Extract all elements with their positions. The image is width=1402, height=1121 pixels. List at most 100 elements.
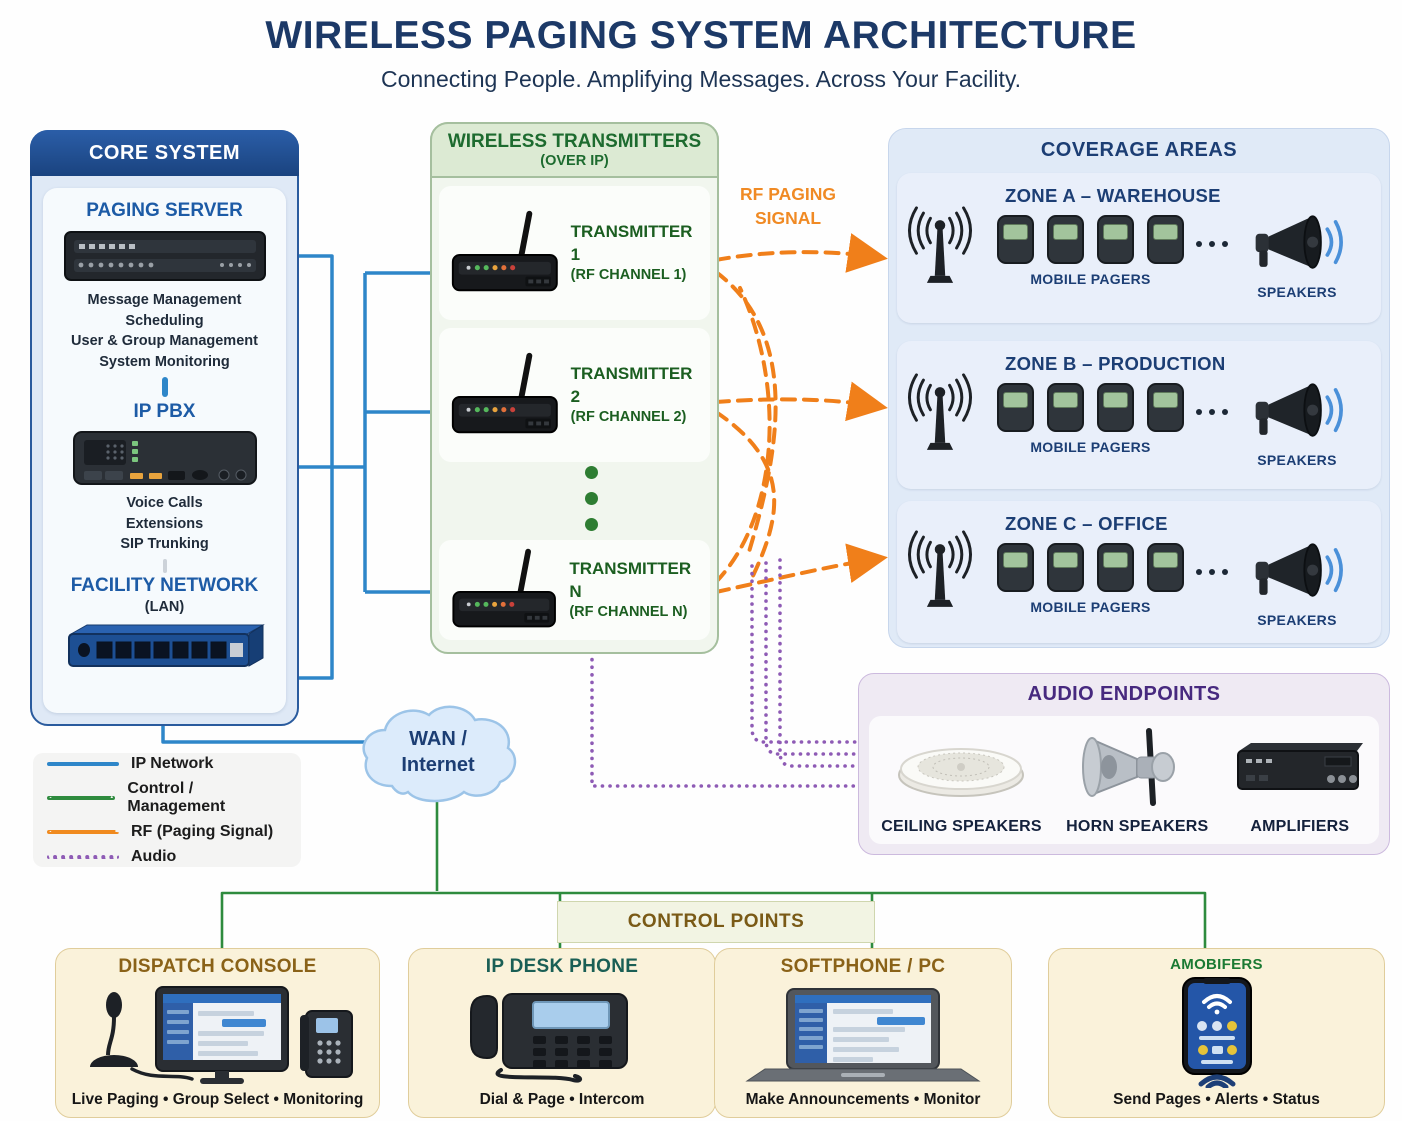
core-system-header: CORE SYSTEM [30,130,299,176]
mobile-pagers-icons [997,543,1184,592]
legend-line-solid [47,761,119,766]
connector-bar [161,377,168,398]
transmitter-name: TRANSMITTER 1 [570,222,693,264]
softphone-pc-illustration [745,978,981,1091]
wire-ctl-bus [220,891,1207,948]
speakers-label: SPEAKERS [1257,452,1337,468]
speaker-megaphone-icon [1255,543,1343,597]
facility-network-subtitle: (LAN) [144,599,185,616]
wire-rf-cross2 [714,410,777,584]
transmitter-label: TRANSMITTER 2 (RF CHANNEL 2) [571,363,704,426]
wire-ip-wan [161,722,380,744]
legend-line-dashed-orange [47,829,119,834]
wire-rf-cross3 [714,286,772,584]
card-ip-desk-phone: IP DESK PHONE Dial & Page • Intercom [408,948,716,1118]
card-caption: Make Announcements • Monitor [745,1091,981,1108]
legend-row-audio: Audio [47,848,287,866]
wire-rf-cross1 [714,270,778,557]
transmitter-row-2: TRANSMITTER 2 (RF CHANNEL 2) [439,328,710,462]
card-title: SOFTPHONE / PC [780,956,946,977]
core-system-panel: PAGING SERVER Message Management Schedul… [43,188,286,713]
mobile-pagers-icons [997,383,1184,432]
legend-label: Audio [131,847,177,865]
ellipsis-vertical-dots [585,466,598,531]
ip-pbx-title: IP PBX [133,401,196,423]
coverage-areas-header: COVERAGE AREAS [1040,139,1238,161]
ip-pbx-feature: SIP Trunking [120,536,209,553]
audio-endpoints-header: AUDIO ENDPOINTS [1027,683,1221,705]
legend-row-control: Control / Management [47,780,287,816]
wire-rf-zone-a [714,233,888,273]
ip-pbx-feature: Extensions [125,515,204,532]
wire-rf-zone-c [714,543,888,594]
wireless-transmitters-subtitle: (OVER IP) [540,153,609,169]
cloud-icon [362,705,517,803]
legend: IP Network Control / Management RF (Pagi… [33,753,301,867]
card-title: IP DESK PHONE [485,956,639,977]
legend-row-ip-network: IP Network [47,755,287,773]
card-softphone-pc: SOFTPHONE / PC Make Announcements • Moni… [714,948,1012,1118]
card-caption: Send Pages • Alerts • Status [1113,1091,1320,1108]
wireless-transmitters-box: WIRELESS TRANSMITTERS (OVER IP) TRANSMIT… [430,122,719,654]
card-title: AMOBIFERS [1170,956,1263,973]
card-caption: Dial & Page • Intercom [479,1091,645,1108]
audio-item-label: CEILING SPEAKERS [881,818,1042,835]
speaker-megaphone-icon [1255,383,1343,437]
mobile-pager-icon [1147,543,1184,592]
mobile-pager-icon [997,543,1034,592]
wire-rf-zone-b [714,381,888,422]
audio-item-label: AMPLIFIERS [1250,818,1350,835]
rf-paging-signal-label: RF PAGING SIGNAL [722,183,854,230]
speakers-label: SPEAKERS [1257,612,1337,628]
wireless-transmitters-title: WIRELESS TRANSMITTERS [447,131,702,152]
mobile-pager-icon [1047,215,1084,264]
wan-label-line2: Internet [401,754,475,776]
mobile-pager-icon [1097,543,1134,592]
wire-audio-4 [778,558,858,768]
wire-audio-1 [590,650,858,788]
mobile-pager-icon [1047,383,1084,432]
page-subtitle: Connecting People. Amplifying Messages. … [380,66,1022,92]
paging-server-title: PAGING SERVER [86,200,243,221]
mobile-pager-icon [997,215,1034,264]
coverage-areas-box: COVERAGE AREAS ZONE A – WAREHOUSE [888,128,1390,648]
antenna-icon [897,341,983,489]
legend-line-dashed-green [47,795,116,800]
wan-internet-cloud: WAN / Internet [356,700,520,806]
wan-cloud-label: WAN / Internet [356,726,520,778]
transmitter-row-n: TRANSMITTER N (RF CHANNEL N) [439,540,710,640]
transmitter-label: TRANSMITTER N (RF CHANNEL N) [569,558,704,621]
legend-row-rf: RF (Paging Signal) [47,823,287,841]
mobile-pagers-icons [997,215,1184,264]
paging-server-feature: Scheduling [125,312,204,329]
mobile-pager-icon [1097,383,1134,432]
wireless-transmitters-header: WIRELESS TRANSMITTERS (OVER IP) [430,122,719,178]
wire-audio-2 [750,564,858,744]
card-title: DISPATCH CONSOLE [118,956,317,977]
card-dispatch-console: DISPATCH CONSOLE Li [55,948,380,1118]
audio-item-horn: HORN SPEAKERS [1066,716,1208,844]
zone-card-office: ZONE C – OFFICE MOBILE PAGERS [897,501,1381,643]
mobile-pager-icon [1097,215,1134,264]
facility-network-title: FACILITY NETWORK [70,575,259,597]
transmitter-name: TRANSMITTER N [569,559,692,601]
page-title: WIRELESS PAGING SYSTEM ARCHITECTURE [265,14,1137,57]
wan-label-line1: WAN / [409,728,467,750]
server-rack-icon [63,231,266,281]
transmitter-channel: (RF CHANNEL 1) [570,266,687,283]
transmitter-row-1: TRANSMITTER 1 (RF CHANNEL 1) [439,186,710,320]
transmitter-channel: (RF CHANNEL 2) [570,408,687,425]
legend-label: IP Network [131,754,214,772]
audio-item-amplifier: AMPLIFIERS [1233,716,1367,844]
mobile-pager-icon [1047,543,1084,592]
mobile-app-illustration [1157,973,1277,1091]
zone-card-production: ZONE B – PRODUCTION MOBILE PAGERS [897,341,1381,489]
speakers-label: SPEAKERS [1257,284,1337,300]
transmitter-channel: (RF CHANNEL N) [569,603,688,620]
mobile-pager-icon [1147,215,1184,264]
audio-item-label: HORN SPEAKERS [1066,818,1209,835]
rf-label-line2: SIGNAL [754,207,822,228]
paging-server-feature: User & Group Management [71,333,258,350]
zone-title: ZONE C – OFFICE [1005,513,1168,534]
